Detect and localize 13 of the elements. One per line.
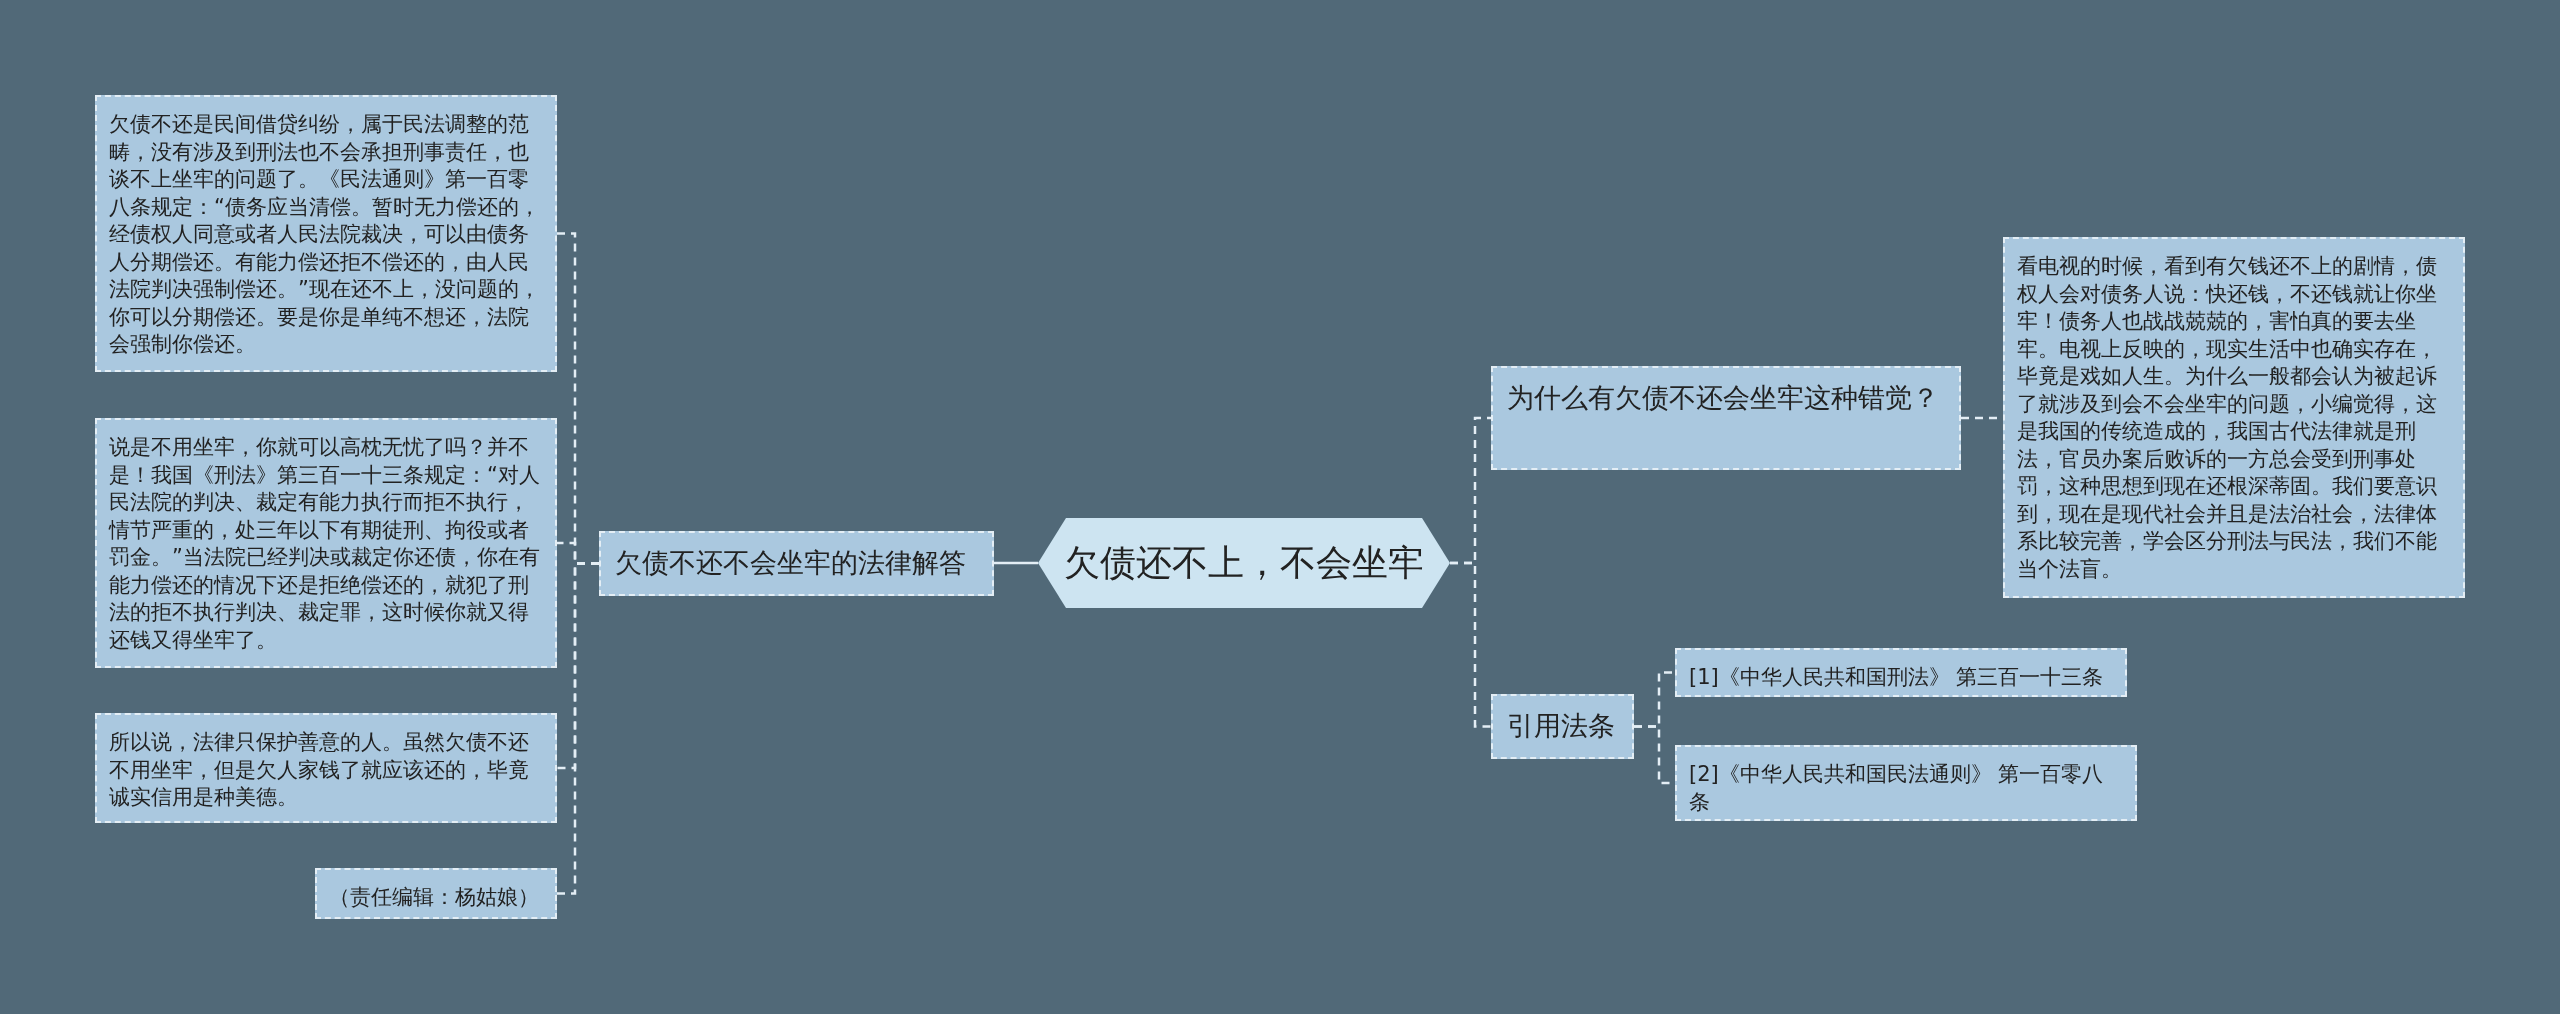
text-box: 所以说，法律只保护善意的人。虽然欠债不还不用坐牢，但是欠人家钱了就应该还的，毕竟诚实信用是种美德。 xyxy=(95,713,557,823)
text-box: 说是不用坐牢，你就可以高枕无忧了吗？并不是！我国《刑法》第三百一十三条规定：“对人民法院的判决、裁定有能力执行而拒不执行，情节严重的，处三年以下有期徒刑、拘役或者罚金。”当法院已经判决或裁定你还债，你在有能力偿还的情况下还是拒绝偿还的，就犯了刑法的拒不执行判决、裁定罪，这时候你就又得还钱又得坐牢了。 xyxy=(95,418,557,668)
topic-box: 欠债不还不会坐牢的法律解答 xyxy=(599,531,994,596)
text-box: [2]《中华人民共和国民法通则》 第一百零八条 xyxy=(1675,745,2137,821)
topic-box: 引用法条 xyxy=(1491,694,1634,759)
connector-line xyxy=(557,562,599,895)
connector-line xyxy=(1450,561,1491,728)
topic-box: 为什么有欠债不还会坐牢这种错觉？ xyxy=(1491,366,1961,470)
text-box: [1]《中华人民共和国刑法》 第三百一十三条 xyxy=(1675,648,2127,697)
connector-line xyxy=(994,561,1038,565)
text-box: 欠债不还是民间借贷纠纷，属于民法调整的范畴，没有涉及到刑法也不会承担刑事责任，也谈不上坐牢的问题了。《民法通则》第一百零八条规定：“债务应当清偿。暂时无力偿还的，经债权人同意或者人民法院裁决，可以由债务人分期偿还。有能力偿还拒不偿还的，由人民法院判决强制偿还。”现在还不上，没问题的，你可以分期偿还。要是你是单纯不想还，法院会强制你偿还。 xyxy=(95,95,557,372)
text-box: （责任编辑：杨姑娘） xyxy=(315,868,557,919)
text-box: 看电视的时候，看到有欠钱还不上的剧情，债权人会对债务人说：快还钱，不还钱就让你坐牢！债务人也战战兢兢的，害怕真的要去坐牢。电视上反映的，现实生活中也确实存在，毕竟是戏如人生。为什么一般都会认为被起诉了就涉及到会不会坐牢的问题，小编觉得，这是我国的传统造成的，我国古代法律就是刑法，官员办案后败诉的一方总会受到刑事处罚，这种思想到现在还根深蒂固。我们要意识到，现在是现代社会并且是法治社会，法律体系比较完善，学会区分刑法与民法，我们不能当个法盲。 xyxy=(2003,237,2465,598)
